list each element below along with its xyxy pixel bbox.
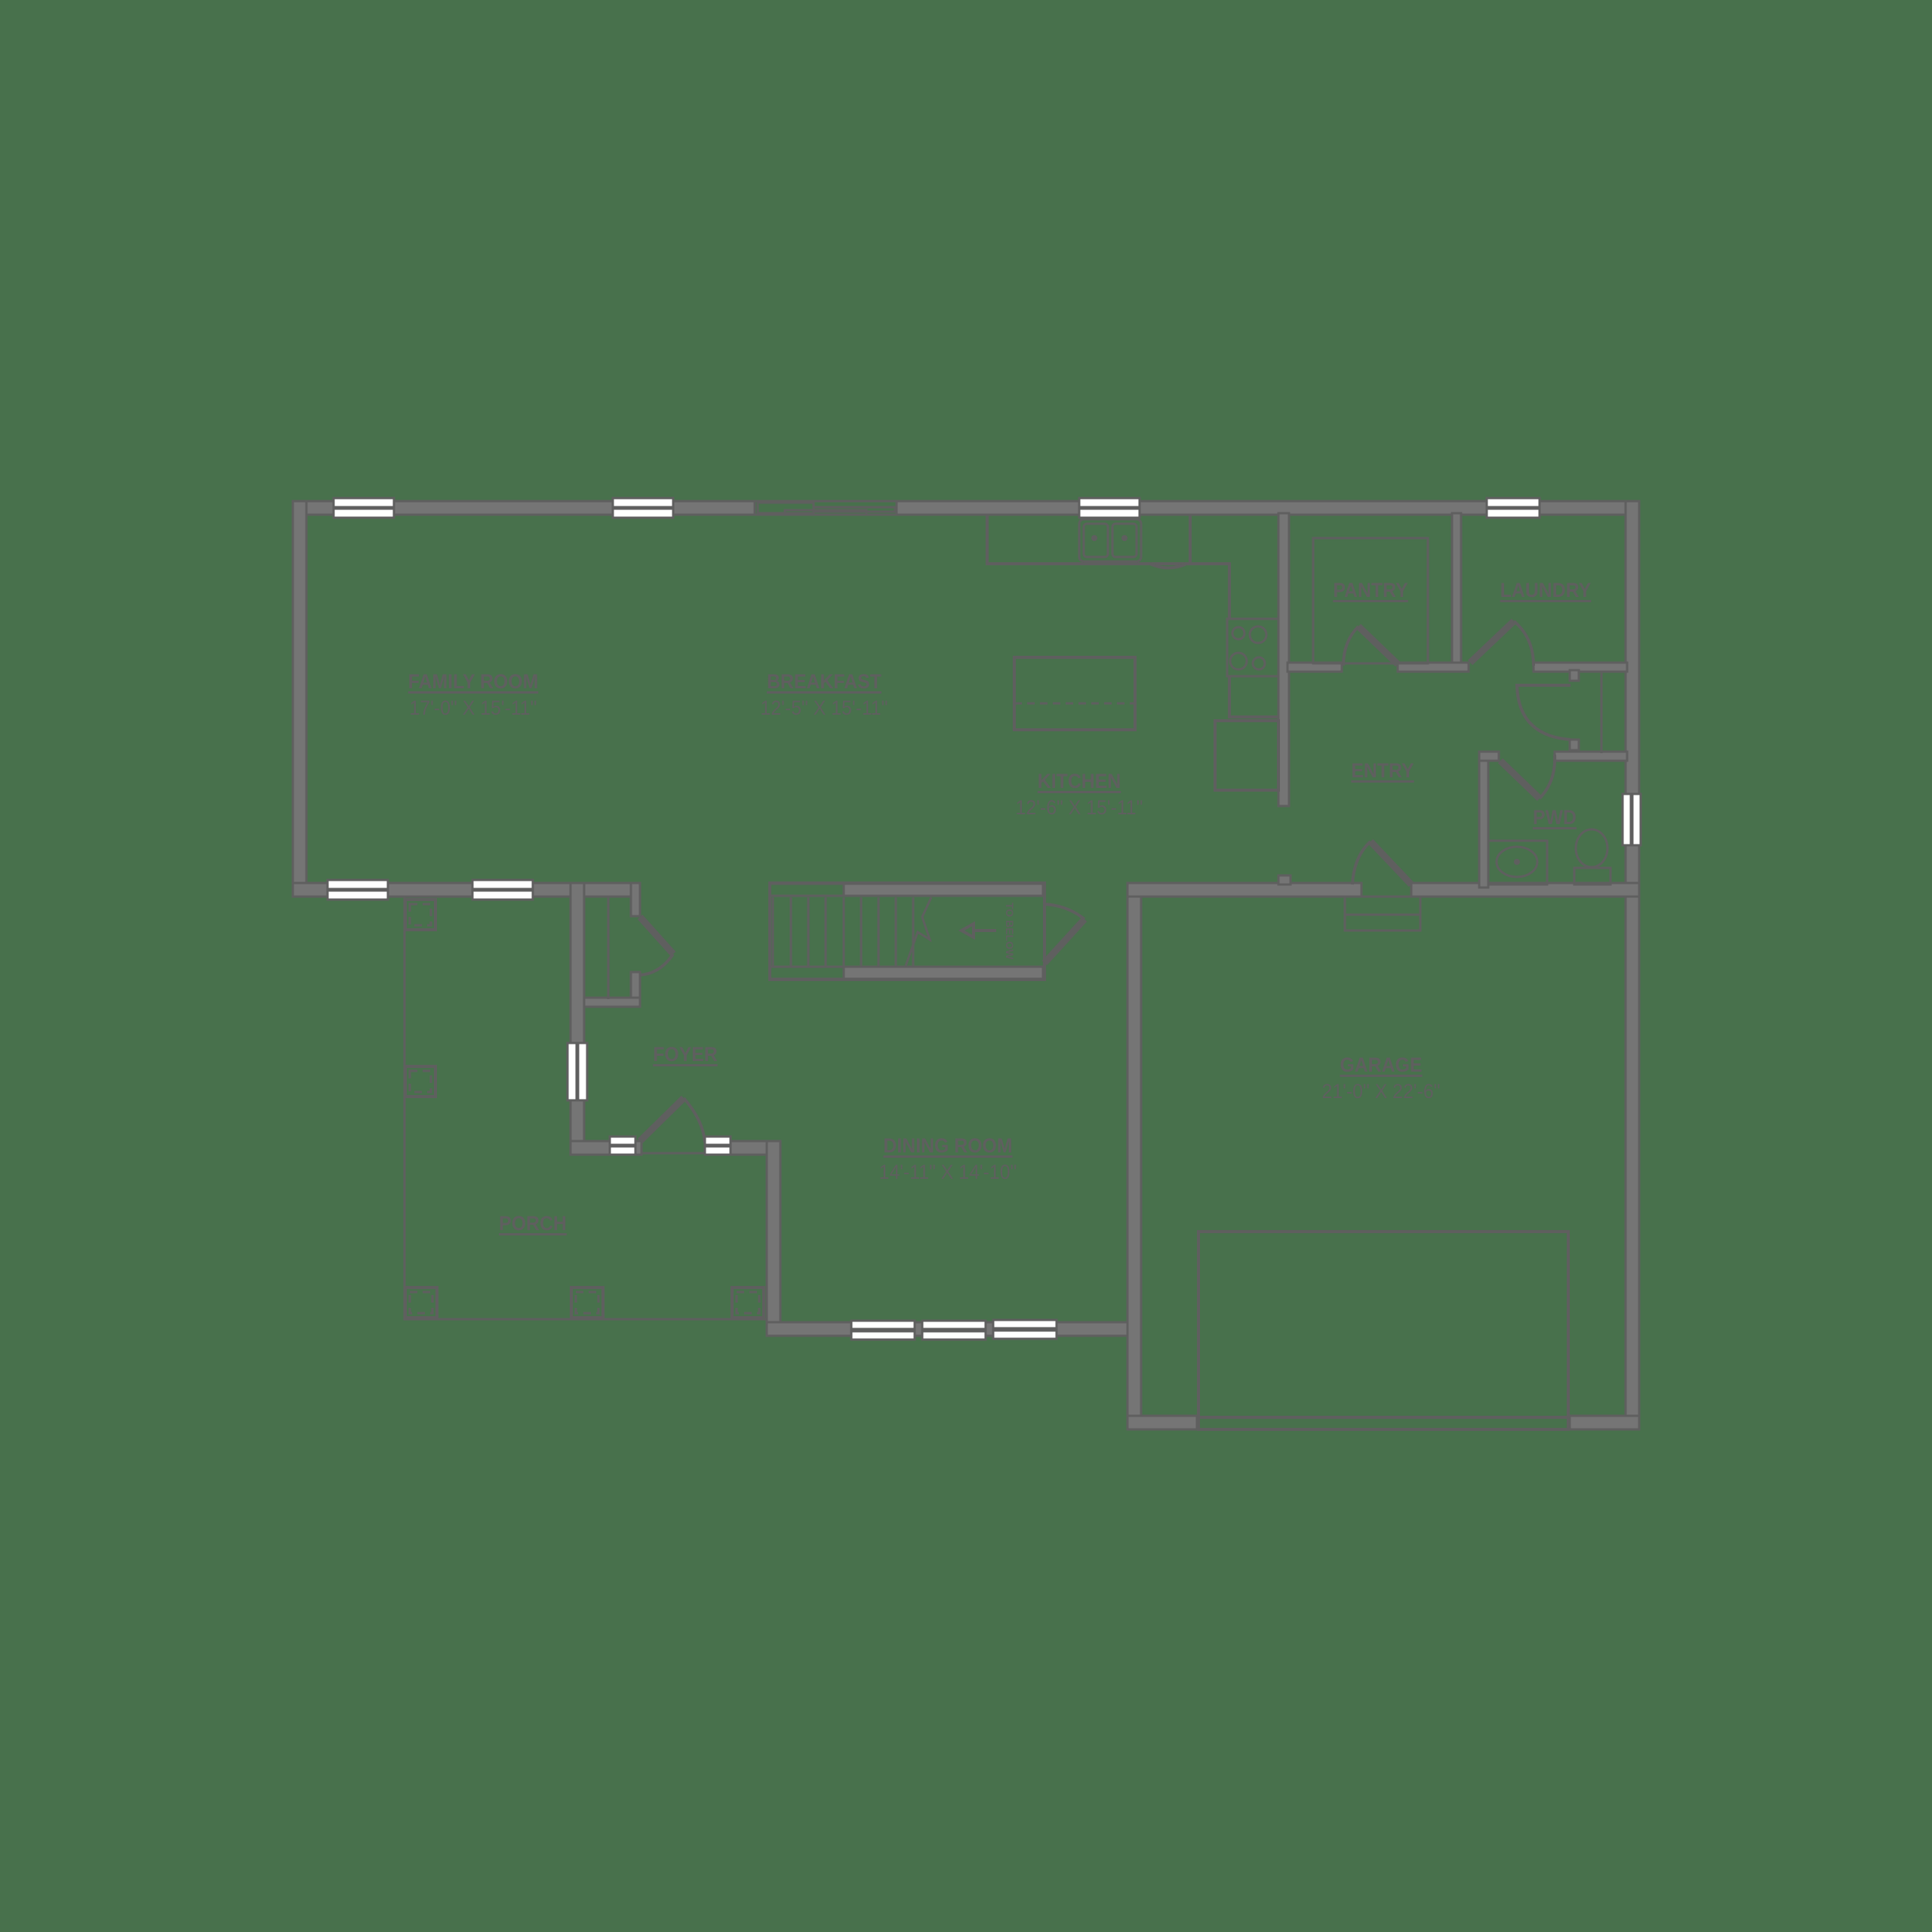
room-label-entry: ENTRY [1349,759,1417,783]
room-name: KITCHEN [1037,770,1121,792]
walls [291,500,1641,1431]
room-dimensions: 17'-0" X 15'-11" [409,697,537,719]
cooktop-icon [1226,617,1280,678]
room-label-foyer: FOYER [650,1043,720,1066]
room-label-pantry: PANTRY [1330,579,1411,602]
stair-direction-note: TO BELOW [1004,903,1016,960]
room-label-laundry: LAUNDRY [1497,579,1595,602]
porch-outline [403,897,767,1321]
kitchen-island [1013,656,1137,731]
room-label-garage: GARAGE 21'-0" X 22'-6" [1317,1054,1446,1103]
room-name: PWD [1533,806,1577,829]
room-label-kitchen: KITCHEN 12'-6" X 15'-11" [1010,770,1149,820]
room-label-breakfast: BREAKFAST 12'-5" X 15'-11" [755,670,894,720]
refrigerator-icon [1214,719,1280,792]
room-name: GARAGE [1340,1054,1423,1076]
kitchen-sink-icon [1078,518,1143,563]
room-label-pwd: PWD [1531,806,1579,829]
windows [326,497,1642,1341]
room-name: BREAKFAST [767,670,881,693]
room-name: FAMILY ROOM [408,670,539,693]
staircase [768,881,1088,981]
garage-door [1197,1230,1570,1431]
doors [637,500,1571,1144]
room-name: DINING ROOM [883,1134,1013,1157]
fixtures [403,515,1612,1431]
room-name: ENTRY [1351,759,1414,782]
room-label-dining-room: DINING ROOM 14'-11" X 14'-10" [873,1134,1023,1184]
room-label-family-room: FAMILY ROOM 17'-0" X 15'-11" [402,670,544,720]
room-name: PANTRY [1333,579,1408,601]
room-dimensions: 14'-11" X 14'-10" [878,1161,1017,1183]
room-dimensions: 12'-6" X 15'-11" [1015,796,1143,819]
room-name: FOYER [653,1043,718,1066]
vanity-sink-icon [1487,839,1549,886]
room-dimensions: 21'-0" X 22'-6" [1321,1080,1441,1103]
room-name: PORCH [499,1212,567,1235]
room-label-porch: PORCH [496,1212,570,1235]
toilet-icon [1573,828,1612,886]
room-name: LAUNDRY [1500,579,1592,601]
room-dimensions: 12'-5" X 15'-11" [760,697,888,719]
